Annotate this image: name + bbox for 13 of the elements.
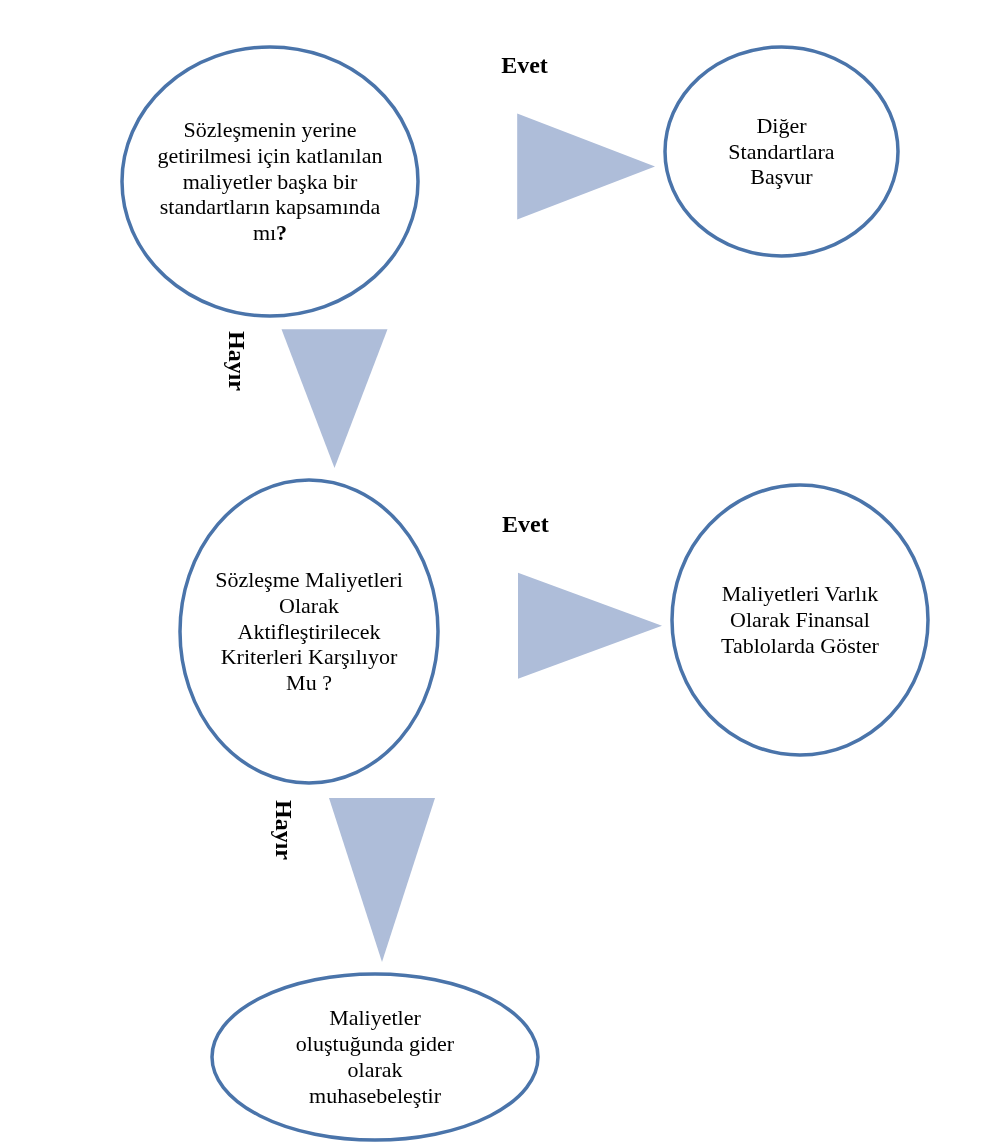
node-text: Sözleşme Maliyetleri Olarak Aktifleştirilecek Kriterleri Karşılıyor Mu ? bbox=[214, 566, 404, 697]
edge-label: Hayır bbox=[222, 331, 250, 392]
arrow bbox=[517, 113, 655, 220]
node-text: Maliyetleri Varlık Olarak Finansal Tablolarda Göster bbox=[720, 581, 880, 659]
arrow bbox=[281, 329, 388, 468]
edge-label: Hayır bbox=[270, 800, 297, 861]
node-text: Maliyetler oluştuğunda gider olarak muhasebeleştir bbox=[294, 1005, 456, 1109]
arrow bbox=[329, 798, 435, 962]
node-text: Sözleşmenin yerine getirilmesi için katlanılan maliyetler başka bir standartların kapsamında mı? bbox=[157, 116, 383, 247]
edge-label: Evet bbox=[502, 510, 549, 538]
arrow bbox=[518, 572, 662, 679]
edge-label: Evet bbox=[501, 51, 548, 79]
node-text: Diğer Standartlara Başvur bbox=[727, 112, 836, 191]
